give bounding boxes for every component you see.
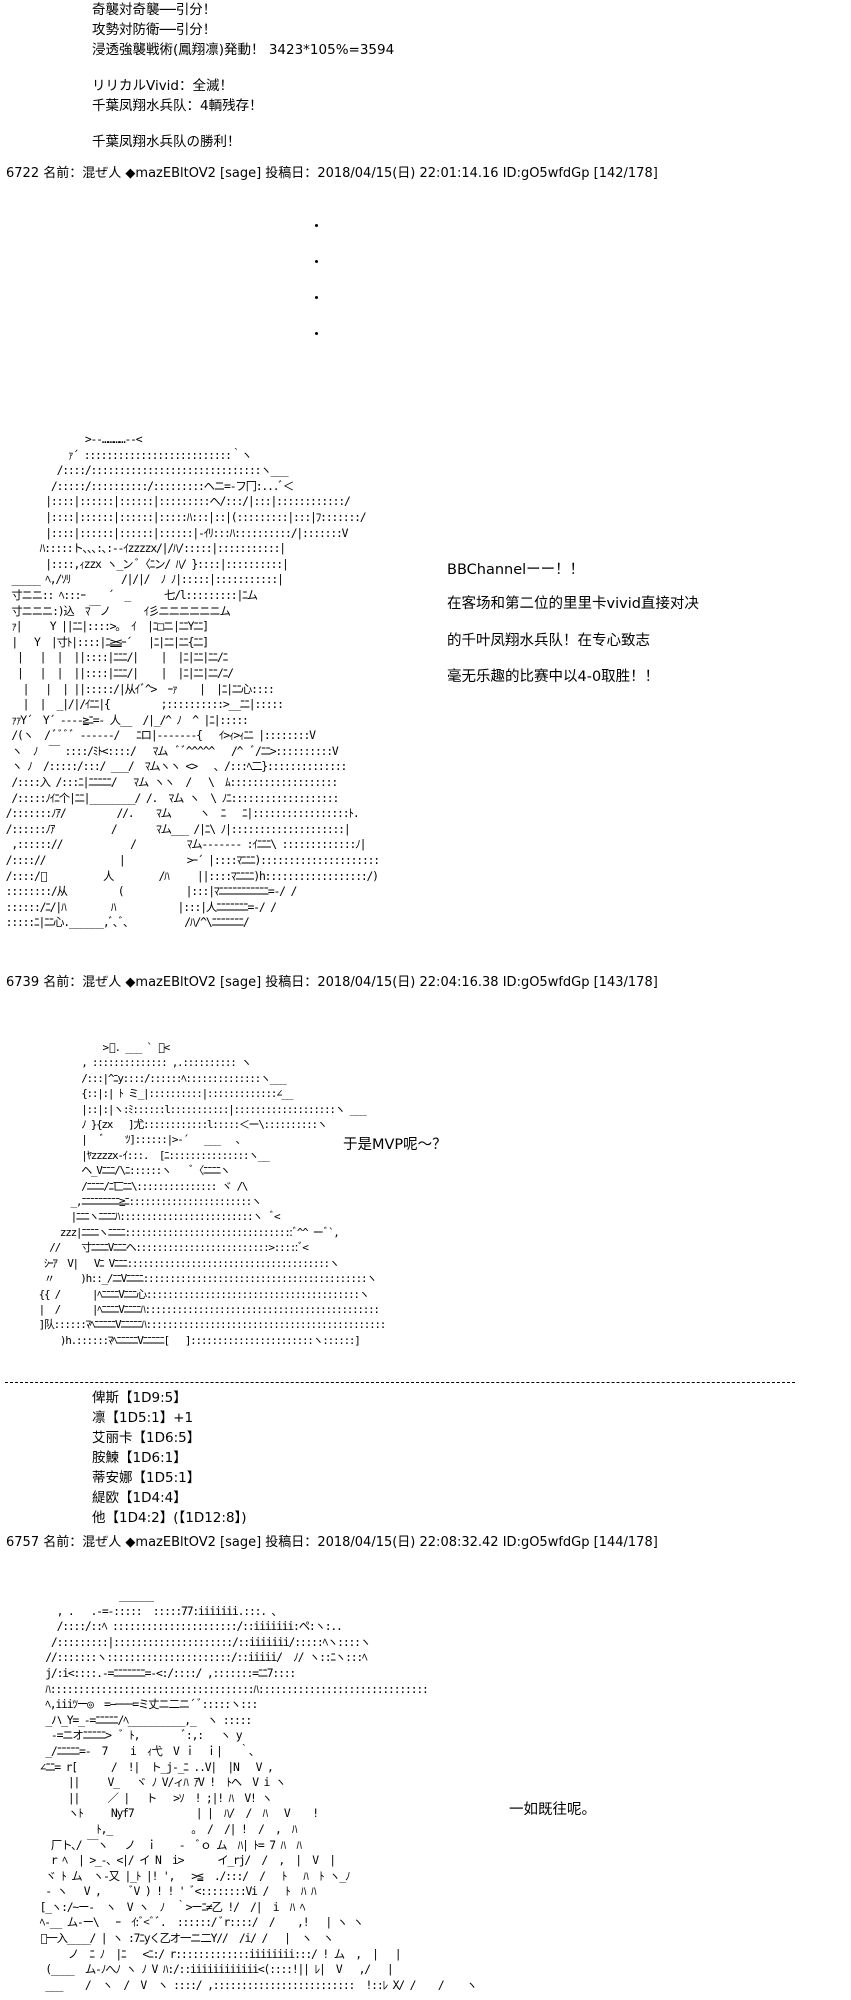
name-label: 名前： — [43, 975, 83, 990]
mvp-question: 于是MVP呢～？ — [343, 1137, 447, 1153]
date-label: 投稿日： — [265, 1535, 318, 1550]
sage-tag: [sage] — [220, 1535, 262, 1550]
sage-tag: [sage] — [220, 166, 262, 181]
poster-id[interactable]: ID:gO5wfdGp — [502, 166, 590, 181]
result-line-5: 千葉凤翔水兵队：4輌残存！ — [92, 98, 263, 114]
post-number[interactable]: 6757 — [6, 1535, 40, 1550]
name-label: 名前： — [43, 1535, 83, 1550]
comment-line: BBChannelーー！！ — [447, 562, 585, 578]
ellipsis-dot — [315, 332, 318, 335]
trip-code: ◆mazEBltOV2 — [125, 975, 216, 990]
comment-line: 的千叶凤翔水兵队！在专心致志 — [447, 633, 650, 649]
post-date: 2018/04/15(日) 22:08:32.42 — [317, 1535, 499, 1550]
dice-roll: 胺鰊【1D6:1】 — [92, 1450, 187, 1466]
ascii-art-3: ______ , . .-=-::::: :::::77:iiiiiii.:::… — [33, 1588, 478, 1992]
post-header: 6722 名前：混ぜ人 ◆mazEBltOV2 [sage] 投稿日：2018/… — [6, 164, 658, 184]
poster-name: 混ぜ人 — [82, 975, 122, 990]
post-date: 2018/04/15(日) 22:01:14.16 — [317, 166, 499, 181]
dice-roll: 俾斯【1D9:5】 — [92, 1390, 187, 1406]
post-number[interactable]: 6722 — [6, 166, 40, 181]
result-line-2: 攻勢対防衛──引分！ — [92, 22, 217, 38]
trip-code: ◆mazEBltOV2 — [125, 166, 216, 181]
post-count: [142/178] — [593, 166, 658, 181]
dice-roll: 艾丽卡【1D6:5】 — [92, 1430, 201, 1446]
result-line-3: 浸透強襲戦術(鳳翔凛)発動！ 3423*105%=3594 — [92, 42, 395, 58]
post-count: [143/178] — [593, 975, 658, 990]
closing-remark: 一如既往呢。 — [509, 1802, 596, 1818]
dashed-divider — [5, 1382, 795, 1383]
poster-name: 混ぜ人 — [82, 1535, 122, 1550]
ellipsis-dot — [315, 260, 318, 263]
post-header: 6757 名前：混ぜ人 ◆mazEBltOV2 [sage] 投稿日：2018/… — [6, 1533, 658, 1553]
dice-roll: 他【1D4:2】(【1D12:8】) — [92, 1510, 247, 1526]
poster-id[interactable]: ID:gO5wfdGp — [502, 975, 590, 990]
comment-line: 毫无乐趣的比赛中以4-0取胜！！ — [447, 669, 660, 685]
post-date: 2018/04/15(日) 22:04:16.38 — [317, 975, 499, 990]
poster-name: 混ぜ人 — [82, 166, 122, 181]
ascii-art-1: >-‐…………‐-< ｧ´ ::::::::::::::::::::::::::… — [5, 432, 380, 930]
result-line-6: 千葉凤翔水兵队の勝利！ — [92, 134, 241, 150]
sage-tag: [sage] — [220, 975, 262, 990]
dice-roll: 緹欧【1D4:4】 — [92, 1490, 187, 1506]
comment-line: 在客场和第二位的里里卡vivid直接对决 — [447, 596, 699, 612]
date-label: 投稿日： — [265, 166, 318, 181]
post-header: 6739 名前：混ぜ人 ◆mazEBltOV2 [sage] 投稿日：2018/… — [6, 973, 658, 993]
post-number[interactable]: 6739 — [6, 975, 40, 990]
ellipsis-dot — [315, 224, 318, 227]
trip-code: ◆mazEBltOV2 — [125, 1535, 216, 1550]
name-label: 名前： — [43, 166, 83, 181]
dice-roll: 凛【1D5:1】+1 — [92, 1410, 194, 1426]
result-line-4: リリカルVivid：全滅！ — [92, 78, 233, 94]
dice-roll: 蒂安娜【1D5:1】 — [92, 1470, 201, 1486]
ellipsis-dot — [315, 296, 318, 299]
post-count: [144/178] — [593, 1535, 658, 1550]
date-label: 投稿日： — [265, 975, 318, 990]
ascii-art-2: >ﾞ. ___ ` ﾞ< , :::::::::::::: ,.::::::::… — [38, 1041, 387, 1347]
poster-id[interactable]: ID:gO5wfdGp — [502, 1535, 590, 1550]
result-line-1: 奇襲対奇襲──引分！ — [92, 2, 217, 18]
